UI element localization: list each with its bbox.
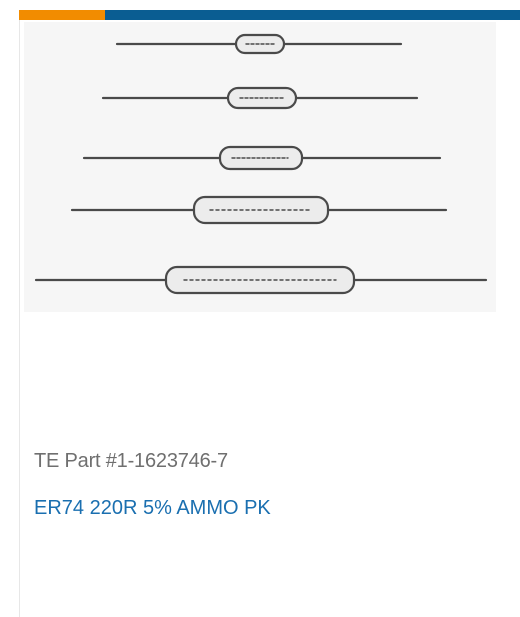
resistor-1-icon [115,33,403,55]
resistor-3-icon [82,145,442,171]
card-left-border [19,20,20,617]
part-number: TE Part #1-1623746-7 [34,450,228,472]
product-name-link[interactable]: ER74 220R 5% AMMO PK [34,497,271,519]
resistor-2-icon [101,86,419,110]
accent-bar-blue-segment [105,10,520,20]
accent-bar-orange-segment [19,10,105,20]
resistor-5-icon [34,265,488,295]
resistor-series-drawing-icon [34,33,488,295]
accent-bar [19,10,520,20]
product-image[interactable] [24,22,496,312]
resistor-4-icon [70,195,448,225]
